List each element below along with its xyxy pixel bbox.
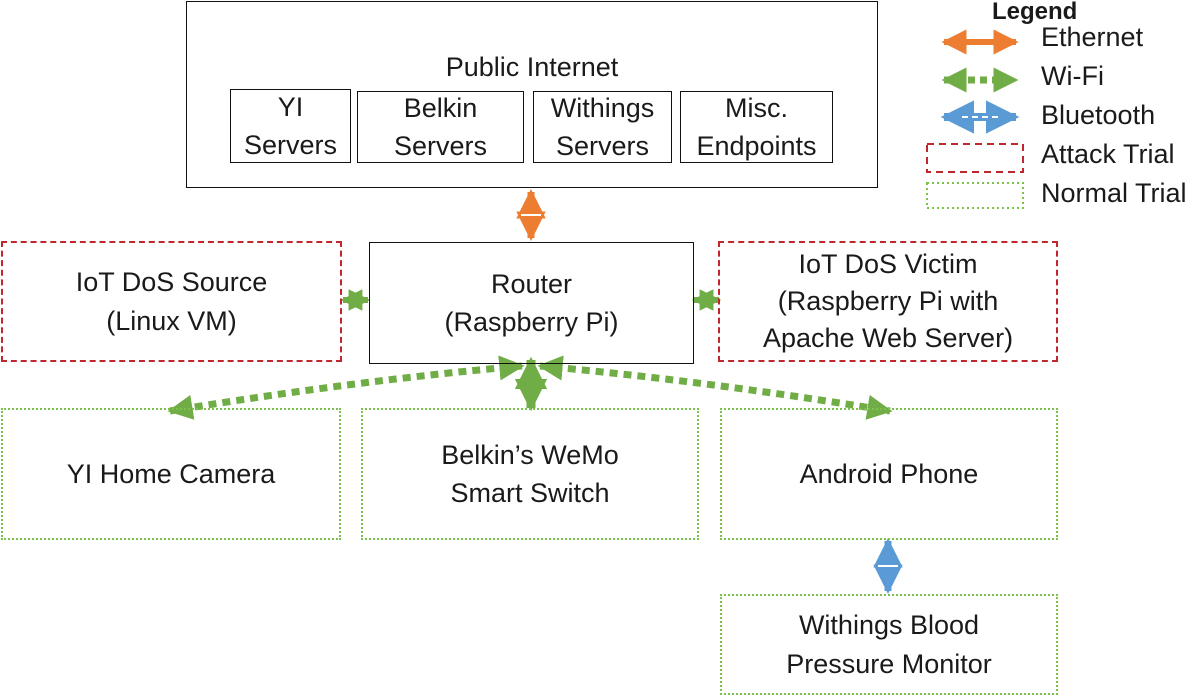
yi-servers-box: YI Servers [230, 89, 351, 163]
android-phone-box: Android Phone [720, 408, 1058, 540]
dos-source-line1: IoT DoS Source [75, 267, 268, 298]
yi-servers-line1: YI [277, 91, 304, 122]
misc-endpoints-box: Misc. Endpoints [680, 91, 833, 163]
bp-monitor-line2: Pressure Monitor [786, 648, 992, 679]
router-line2: (Raspberry Pi) [444, 307, 619, 337]
router-box: Router (Raspberry Pi) [369, 242, 694, 364]
dos-victim-line2: (Raspberry Pi with [777, 285, 999, 316]
wifi-link-camera [167, 355, 525, 420]
wemo-line1: Belkin’s WeMo [441, 439, 619, 470]
bluetooth-link [873, 538, 903, 594]
legend-normal-trial-label: Normal Trial [1041, 178, 1187, 208]
withings-servers-line1: Withings [550, 92, 655, 123]
wemo-switch-box: Belkin’s WeMo Smart Switch [361, 408, 699, 540]
legend-attack-swatch [926, 143, 1024, 173]
dos-victim-line1: IoT DoS Victim [798, 248, 978, 279]
dos-victim-box: IoT DoS Victim (Raspberry Pi with Apache… [718, 241, 1058, 362]
public-internet-title: Public Internet [445, 52, 619, 82]
misc-endpoints-line2: Endpoints [696, 131, 817, 161]
ethernet-link [516, 189, 546, 241]
dos-source-box: IoT DoS Source (Linux VM) [1, 241, 342, 362]
legend-ethernet-label: Ethernet [1041, 22, 1144, 52]
bp-monitor-line1: Withings Blood [798, 610, 980, 641]
yi-camera-box: YI Home Camera [1, 408, 341, 540]
belkin-servers-box: Belkin Servers [357, 91, 524, 163]
wifi-link-phone [537, 355, 893, 420]
yi-camera-label: YI Home Camera [66, 458, 276, 489]
withings-servers-line2: Servers [555, 131, 650, 161]
legend-bluetooth-label: Bluetooth [1041, 100, 1156, 130]
android-phone-label: Android Phone [799, 458, 979, 489]
belkin-servers-line2: Servers [393, 131, 488, 161]
dos-source-line2: (Linux VM) [106, 305, 237, 336]
withings-servers-box: Withings Servers [533, 91, 672, 163]
public-internet-box: Public Internet [186, 1, 878, 188]
bp-monitor-box: Withings Blood Pressure Monitor [720, 594, 1058, 695]
router-line1: Router [490, 268, 573, 299]
legend-title: Legend [992, 0, 1078, 25]
yi-servers-line2: Servers [243, 130, 338, 160]
belkin-servers-line1: Belkin [403, 92, 478, 123]
wemo-line2: Smart Switch [450, 478, 610, 508]
legend-normal-swatch [926, 182, 1024, 209]
misc-endpoints-line1: Misc. [725, 92, 788, 123]
dos-victim-line3: Apache Web Server) [762, 323, 1014, 354]
legend-attack-trial-label: Attack Trial [1041, 139, 1175, 169]
legend-wifi-label: Wi-Fi [1041, 61, 1104, 91]
